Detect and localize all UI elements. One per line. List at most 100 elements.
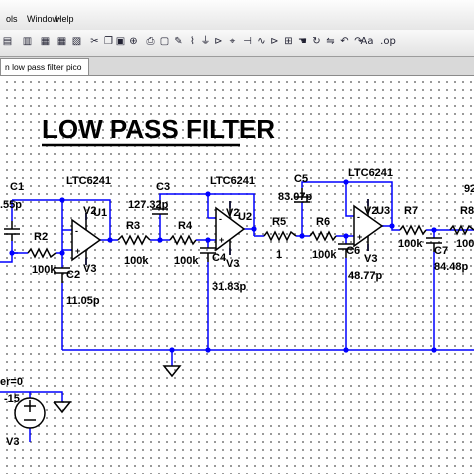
copy-icon[interactable]: ❐ [104, 36, 113, 47]
file-icon[interactable]: ▤ [2, 36, 13, 47]
labels: C1 .55p LTC6241 V2 U1 V3 R2 100k C2 11.0… [0, 167, 474, 448]
wires [0, 181, 474, 442]
resistor-icon[interactable]: ⌖ [229, 36, 236, 47]
diode-icon[interactable]: ⊳ [270, 36, 279, 47]
label-u1-pin-bottom: V3 [83, 263, 96, 275]
resistor-r4 [169, 234, 197, 246]
label-r3-ref: R3 [126, 220, 140, 232]
paste-icon[interactable]: ▣ [115, 36, 126, 47]
undo-icon[interactable]: ↶ [340, 36, 349, 47]
junctions [9, 179, 437, 353]
label-c1-value: .55p [0, 199, 22, 211]
schematic-canvas[interactable]: LOW PASS FILTER [0, 76, 474, 474]
label-r5-value: 1 [276, 249, 282, 261]
label-c2-ref: C2 [66, 269, 80, 281]
label-u2-pin-top: V2 [226, 207, 239, 219]
capacitor-c2 [54, 267, 70, 283]
label-c3-ref: C3 [156, 181, 170, 193]
menu-tools[interactable]: ols [6, 14, 18, 24]
label-c2-value: 11.05p [66, 295, 100, 307]
label-c7-value: 84.48p [434, 261, 469, 273]
inductor-icon[interactable]: ∿ [257, 36, 266, 47]
label-u3-ref: U3 [376, 205, 390, 217]
label-r4-value: 100k [174, 255, 199, 267]
svg-text:-: - [75, 226, 78, 236]
schematic-drawing: LOW PASS FILTER [0, 114, 474, 448]
capacitor-c5 [294, 188, 310, 203]
resistor-r8 [449, 224, 474, 236]
resistor-r7 [399, 224, 427, 236]
print-preview-icon[interactable]: ▢ [159, 36, 170, 47]
component-icon[interactable]: ⊞ [284, 36, 293, 47]
label-u2-pin-bottom: V3 [226, 258, 239, 270]
label-c3-value: 127.32p [128, 199, 169, 211]
label-c4-value: 31.83p [212, 281, 247, 293]
mirror-icon[interactable]: ⇋ [326, 36, 335, 47]
capacitor-c3 [152, 200, 168, 215]
ground-symbols [53, 365, 182, 414]
capacitor-icon[interactable]: ⊣ [243, 36, 252, 47]
opamp-u1[interactable]: - + [71, 213, 102, 265]
tile-icon[interactable]: ▧ [71, 36, 82, 47]
capacitor-c6 [338, 243, 354, 258]
opamp-u2[interactable]: - + [215, 201, 246, 255]
menu-window[interactable]: Window [27, 14, 60, 24]
drawing-icon[interactable]: ✎ [174, 36, 183, 47]
label-u3-pin-bottom: V3 [364, 253, 377, 265]
label-c6-ref: C6 [346, 245, 360, 257]
ground-icon[interactable]: ⏚ [200, 36, 211, 47]
label-r2-value: 100k [32, 264, 57, 276]
wire-icon[interactable]: ⌇ [190, 36, 195, 47]
label-r8-value: 100 [456, 238, 474, 250]
voltage-source-v3[interactable] [14, 397, 46, 429]
binoculars-icon[interactable]: ⊕ [129, 36, 138, 47]
menu-help[interactable]: Help [55, 14, 74, 24]
label-c7-ref: C7 [434, 245, 448, 257]
capacitors [4, 188, 442, 283]
folder-icon[interactable]: ▥ [22, 36, 33, 47]
opamp-u3[interactable]: - + [353, 199, 384, 251]
tab-schematic[interactable]: n low pass filter pico [0, 58, 89, 75]
resistor-r3 [117, 234, 151, 246]
label-c5-ref: C5 [294, 173, 308, 185]
redo-icon[interactable]: ↷ [354, 36, 363, 47]
save-icon[interactable]: ▦ [40, 36, 51, 47]
label-c4-ref: C4 [212, 252, 227, 264]
text-icon[interactable]: Aa [360, 36, 374, 47]
label-r7-ref: R7 [404, 205, 418, 217]
menu-bar: ols Window Help [0, 0, 474, 31]
label-u1-pin-top: V2 [83, 205, 96, 217]
label-u1-part: LTC6241 [66, 175, 111, 187]
ground-icon [162, 365, 182, 378]
svg-text:-: - [219, 214, 222, 224]
resistor-r6 [309, 230, 337, 242]
label-c5-value: 83.07p [278, 191, 313, 203]
label-r4-ref: R4 [178, 220, 193, 232]
label-c6-value: 48.77p [348, 270, 383, 282]
resistor-r5 [263, 230, 297, 242]
label-r2-ref: R2 [34, 231, 48, 243]
cut-icon[interactable]: ✂ [90, 36, 99, 47]
label-u3-pin-top: V2 [364, 205, 377, 217]
hand-icon[interactable]: ☚ [298, 36, 307, 47]
ground-icon [53, 401, 72, 414]
capacitor-c7 [426, 237, 442, 252]
label-source-directive: er=0 [0, 376, 23, 388]
resistor-r2 [27, 247, 57, 259]
grid-icon[interactable]: ▦ [56, 36, 67, 47]
label-icon[interactable]: ⊳ [214, 36, 223, 47]
spice-directive-icon[interactable]: .op [380, 36, 396, 47]
schematic-title: LOW PASS FILTER [42, 114, 275, 144]
capacitor-c4 [200, 247, 216, 262]
label-r5-ref: R5 [272, 216, 286, 228]
label-r7-value: 100k [398, 238, 423, 250]
print-icon[interactable]: ⎙ [146, 36, 155, 47]
svg-text:-: - [357, 212, 360, 222]
resistors [27, 224, 474, 259]
tab-strip: n low pass filter pico [0, 57, 474, 76]
label-u3-part: LTC6241 [348, 167, 393, 179]
label-source-ref: V3 [6, 436, 19, 448]
rotate-icon[interactable]: ↻ [312, 36, 321, 47]
label-u2-part: LTC6241 [210, 175, 255, 187]
svg-text:+: + [357, 232, 362, 242]
